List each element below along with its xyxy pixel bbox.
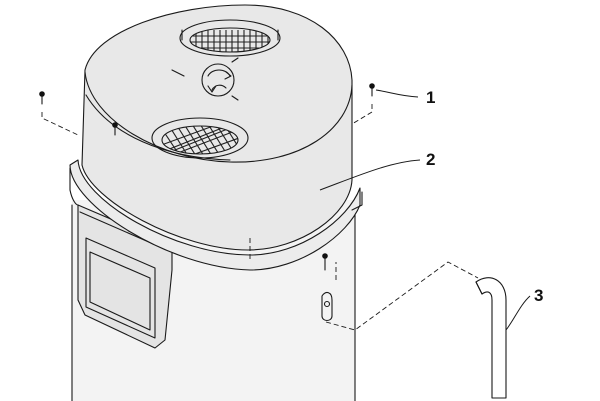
- leader-line-1: [375, 89, 419, 98]
- cover-band: [69, 159, 363, 271]
- routing-line: [325, 261, 479, 331]
- airflow-arrows-icon: [171, 57, 239, 101]
- cover-screw-left: [39, 91, 79, 136]
- screw-hole-tank: [321, 291, 333, 322]
- condensate-tube: [475, 277, 507, 399]
- lower-air-grille: [151, 117, 249, 159]
- leader-line-3: [505, 295, 531, 331]
- callout-1: 1: [426, 88, 435, 107]
- cover-screw-front: [112, 122, 118, 136]
- cover-screw-right: [351, 83, 375, 125]
- callout-3: 3: [534, 286, 543, 305]
- upper-air-grille: [179, 19, 281, 57]
- cover-screw-lower: [249, 238, 328, 271]
- leader-line-2: [319, 159, 421, 191]
- callout-2: 2: [426, 150, 435, 169]
